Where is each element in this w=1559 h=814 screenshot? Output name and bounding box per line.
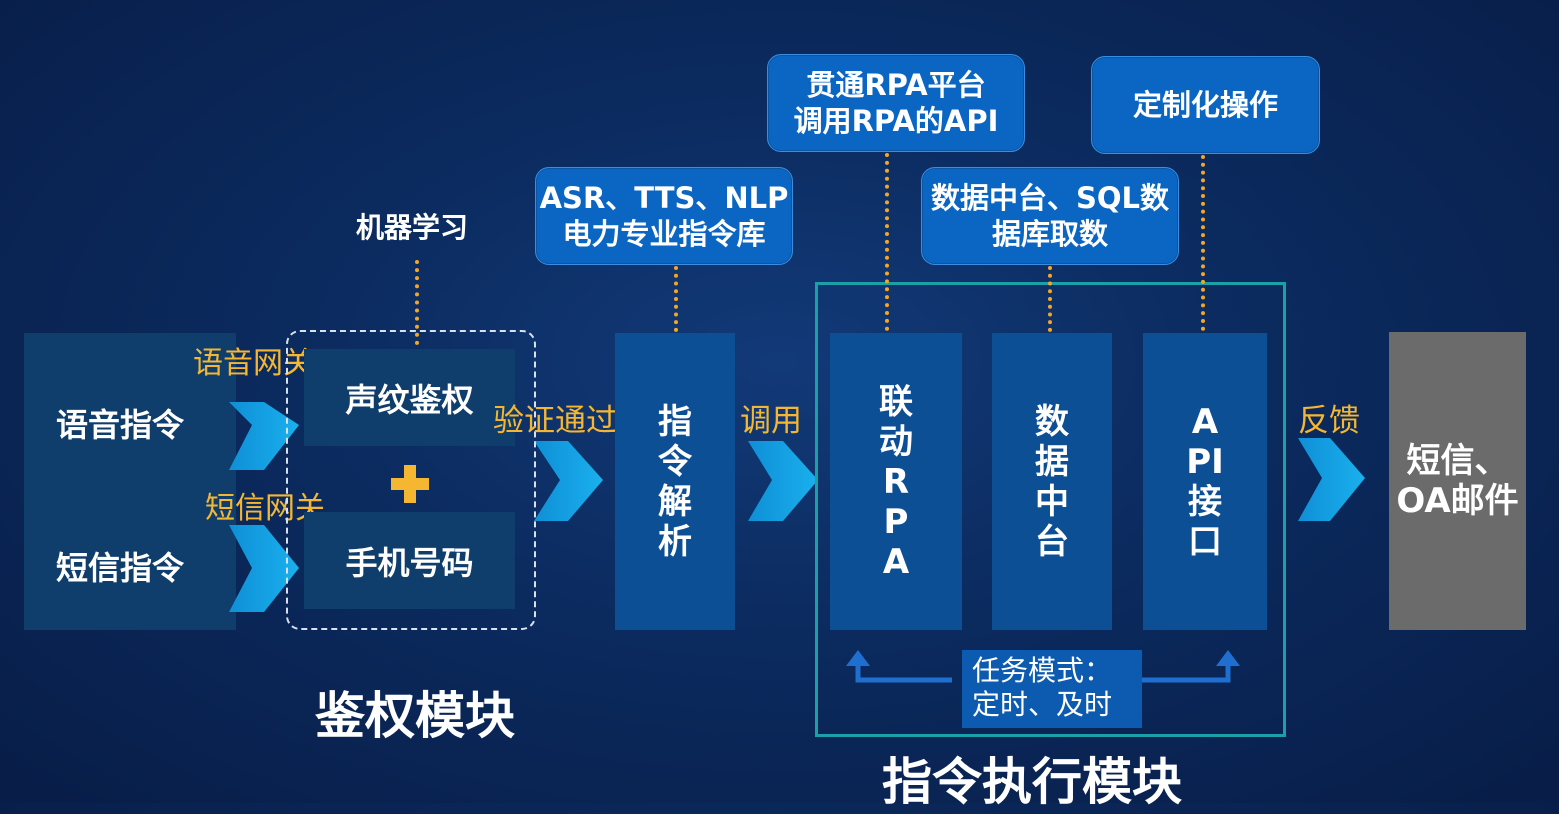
left-return-arrow [855, 660, 952, 683]
parse-callout-line1: ASR、TTS、NLP [539, 181, 789, 215]
task-mode-line1: 任务模式： [972, 654, 1113, 687]
voiceprint-auth-box: 声纹鉴权 [304, 349, 515, 446]
parse-column-label: 指令解析 [658, 401, 692, 562]
voiceprint-auth-label: 声纹鉴权 [345, 380, 474, 419]
arrow-icon [534, 441, 603, 521]
task-mode-line2: 定时、及时 [972, 688, 1113, 721]
rpa-connector [885, 153, 889, 331]
verified-label: 验证通过 [493, 403, 617, 439]
arrow-up-icon [846, 650, 870, 666]
rpa-callout: 贯通RPA平台 调用RPA的API [767, 54, 1025, 152]
invoke-label: 调用 [740, 403, 802, 439]
output-line2: OA邮件 [1396, 481, 1519, 521]
parse-column: 指令解析 [615, 333, 735, 630]
arrow-icon [1298, 438, 1365, 521]
data-platform-column-label: 数据中台 [1035, 401, 1069, 562]
parse-callout-line2: 电力专业指令库 [562, 217, 766, 251]
task-mode-box: 任务模式： 定时、及时 [962, 650, 1142, 728]
feedback-label: 反馈 [1298, 403, 1360, 439]
output-line1: 短信、 [1406, 441, 1509, 481]
parse-callout: ASR、TTS、NLP 电力专业指令库 [535, 167, 793, 265]
voice-gateway-label: 语音网关 [193, 346, 313, 381]
data-callout: 数据中台、SQL数 据库取数 [921, 167, 1179, 265]
auth-module-title: 鉴权模块 [315, 687, 515, 745]
output-box: 短信、 OA邮件 [1389, 332, 1526, 630]
phone-number-box: 手机号码 [304, 512, 515, 609]
right-return-arrow [1142, 660, 1231, 683]
plus-icon [391, 465, 429, 503]
sms-command-label: 短信指令 [56, 549, 185, 587]
data-connector [1048, 266, 1052, 332]
api-column: API接口 [1143, 333, 1267, 630]
data-platform-column: 数据中台 [992, 333, 1112, 630]
custom-connector [1201, 155, 1205, 331]
arrow-icon [748, 441, 818, 521]
ml-connector [415, 260, 419, 345]
rpa-callout-line1: 贯通RPA平台 [806, 68, 986, 102]
rpa-callout-line2: 调用RPA的API [793, 104, 999, 138]
data-callout-line2: 据库取数 [991, 217, 1108, 251]
arrow-icon [229, 402, 299, 470]
ml-label: 机器学习 [356, 211, 469, 244]
execution-module-title: 指令执行模块 [882, 753, 1182, 811]
arrow-up-icon [1216, 650, 1240, 666]
rpa-column-label: 联动RPA [879, 381, 913, 582]
arrow-icon [229, 525, 299, 612]
voice-command-label: 语音指令 [56, 406, 185, 444]
custom-callout-label: 定制化操作 [1132, 88, 1278, 122]
custom-callout: 定制化操作 [1091, 56, 1320, 154]
api-column-label: API接口 [1186, 401, 1224, 562]
rpa-column: 联动RPA [830, 333, 962, 630]
phone-number-label: 手机号码 [345, 543, 474, 582]
data-callout-line1: 数据中台、SQL数 [930, 181, 1170, 215]
input-panel [24, 333, 236, 630]
parse-connector [674, 266, 678, 332]
auth-dashed-frame [286, 330, 536, 630]
